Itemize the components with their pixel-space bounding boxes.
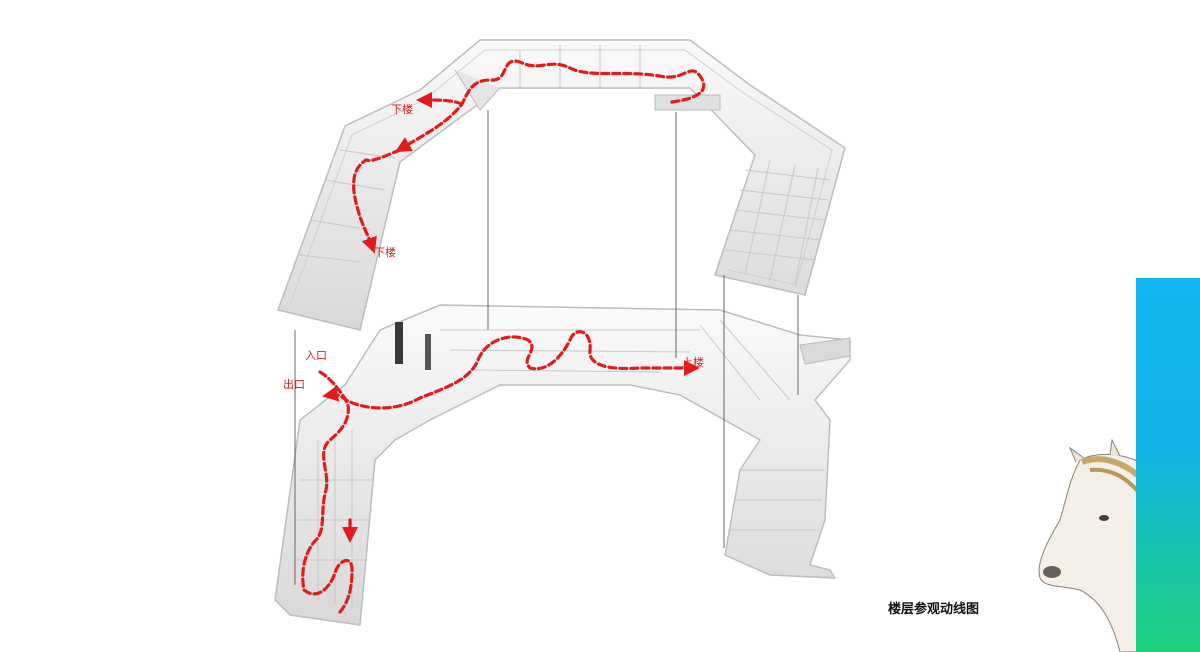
visitor-route: [301, 59, 706, 614]
route-label-exit: 出口: [283, 378, 305, 391]
route-label-down-left: 下楼: [374, 246, 396, 259]
route-label-up: 上楼: [682, 356, 704, 369]
diagram-caption: 楼层参观动线图: [888, 602, 980, 617]
floor-connector-lines: [294, 110, 799, 585]
route-label-down-upper: 下楼: [391, 103, 413, 116]
lower-floor-model: [274, 304, 851, 626]
accent-gradient-bar: [1136, 278, 1200, 652]
route-label-entrance: 入口: [305, 349, 327, 362]
upper-floor-model: [277, 39, 846, 331]
